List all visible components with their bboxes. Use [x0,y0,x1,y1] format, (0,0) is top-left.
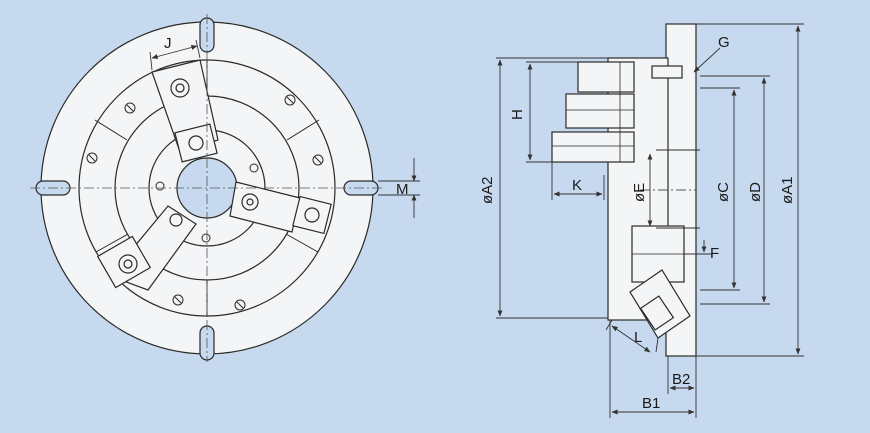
label-m: M [396,181,409,198]
label-d: øD [747,182,764,202]
front-view [30,14,420,362]
label-f: F [710,245,719,262]
label-j: J [164,35,172,52]
label-a1: øA1 [779,176,796,204]
jaw-right [229,181,332,235]
label-a2: øA2 [479,176,496,204]
label-h: H [509,109,526,120]
label-l: L [634,329,642,346]
label-k: K [572,177,582,194]
side-jaw-top [551,61,635,163]
side-dimensions [496,23,804,418]
jaw-left [96,205,197,291]
label-e: øE [631,183,648,202]
label-b2: B2 [672,371,690,388]
center-lines [30,14,384,362]
bolt-heads [86,94,324,311]
jaw-top [151,59,219,163]
label-b1: B1 [642,395,660,412]
label-c: øC [715,182,732,202]
mount-thread [651,65,683,79]
side-view [551,23,700,357]
side-jaw-angled [629,269,691,339]
label-g: G [718,34,730,51]
dim-m [378,158,420,218]
dim-j [149,39,201,71]
